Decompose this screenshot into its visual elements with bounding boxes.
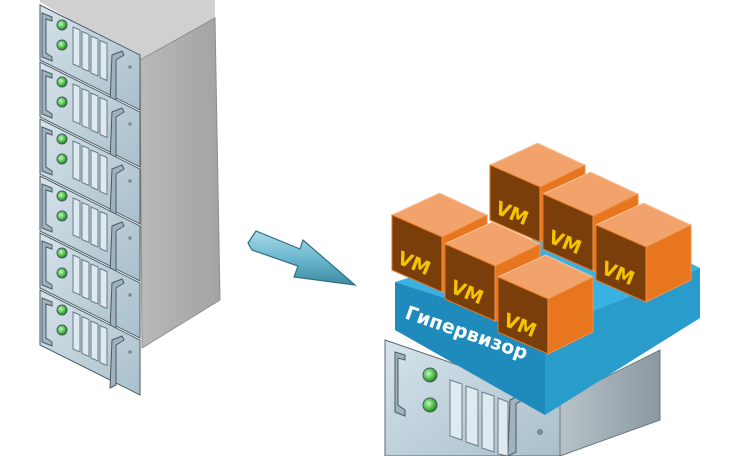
host-led-icon (422, 367, 438, 383)
rack-led-icon (56, 76, 68, 88)
rack-unit (39, 175, 141, 282)
rack-unit (39, 118, 141, 225)
rack-led-icon (56, 133, 68, 145)
migration-arrow-icon (247, 230, 357, 286)
hypervisor-front-face (395, 282, 545, 415)
rack-unit (39, 61, 141, 168)
rack-unit (39, 4, 141, 111)
rack-led-icon (56, 190, 68, 202)
server-rack (39, 0, 221, 396)
vm-cube: VM (496, 254, 595, 355)
rack-unit (39, 232, 141, 339)
host-server (384, 339, 661, 456)
rack-led-icon (56, 324, 68, 336)
rack-led-icon (56, 39, 68, 51)
rack-led-icon (56, 96, 68, 108)
vm-side-face (645, 224, 692, 303)
vm-cube: VM (594, 202, 693, 303)
host-led-icon (422, 397, 438, 413)
rack-units (39, 4, 141, 396)
rack-unit (39, 289, 141, 396)
rack-led-icon (56, 210, 68, 222)
hypervisor-side-face (545, 268, 700, 415)
vm-side-face (547, 276, 594, 355)
rack-led-icon (56, 267, 68, 279)
rack-led-icon (56, 153, 68, 165)
rack-led-icon (56, 247, 68, 259)
rack-side-face (139, 17, 221, 349)
rack-led-icon (56, 304, 68, 316)
rack-led-icon (56, 19, 68, 31)
rack-top-face (40, 0, 215, 60)
